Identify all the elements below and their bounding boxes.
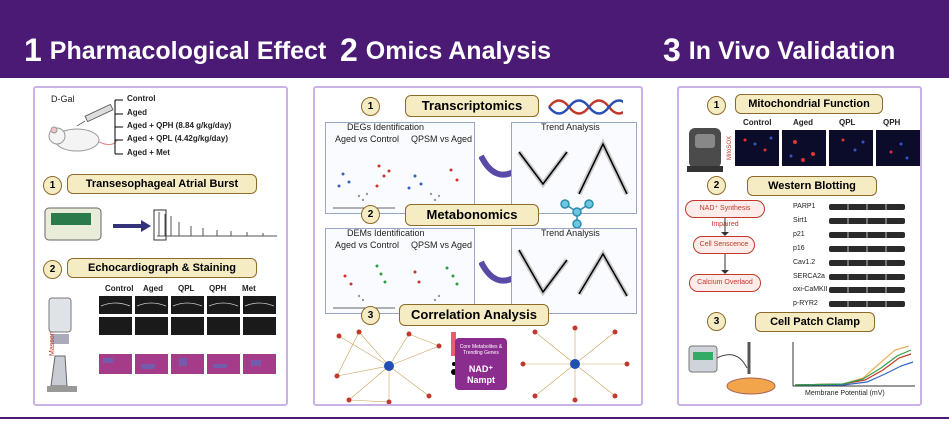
section1-label: Pharmacological Effect: [49, 37, 327, 65]
blot-parp1: PARP1: [793, 203, 816, 210]
degs-qpsm-vs-aged: QPSM vs Aged: [411, 134, 473, 144]
group-control: Control: [127, 94, 156, 103]
degs-box: [325, 122, 475, 214]
vivo-step3-circle: 3: [707, 312, 726, 331]
dems-title: DEMs Identification: [347, 228, 425, 238]
patch-clamp-rig-icon: [688, 342, 776, 395]
western-blotting-bar: Western Blotting: [747, 176, 877, 196]
core-nampt: Nampt: [466, 375, 495, 385]
blot-cav12: Cav1.2: [793, 259, 816, 266]
group-qpl: Aged + QPL (4.42g/kg/day): [127, 134, 228, 143]
step2-title-bar: Echocardiograph & Staining: [67, 258, 257, 278]
transcriptomics-bar: Transcriptomics: [405, 95, 539, 117]
mitochondrial-function-bar: Mitochondrial Function: [735, 94, 883, 114]
vivo-step1-circle: 1: [707, 96, 726, 115]
panel-pharmacological-effect: D-Gal Control Aged Aged + QPH (8.84 g/kg…: [33, 86, 288, 406]
section2-number: 2: [340, 32, 358, 68]
step2-circle: 2: [43, 260, 62, 279]
panel-in-vivo-validation: 1 Mitochondrial Function Control Aged QP…: [677, 86, 922, 406]
blot-sirt1: Sirt1: [793, 217, 808, 224]
group-bracket: [114, 99, 123, 155]
blot-oxi-camkii: oxi-CaMKII: [793, 286, 828, 293]
blot-serca2a: SERCA2a: [793, 273, 825, 280]
echo-col-aged: Aged: [143, 284, 163, 293]
step1-title-bar: Transesophageal Atrial Burst: [67, 174, 257, 194]
degs-aged-vs-control: Aged vs Control: [335, 134, 400, 144]
trend-title-1: Trend Analysis: [541, 122, 600, 132]
omics-step1-circle: 1: [361, 97, 380, 116]
cell-patch-clamp-bar: Cell Patch Clamp: [755, 312, 875, 332]
panel-omics-analysis: 1 Transcriptomics DEGs Identification Ag…: [313, 86, 643, 406]
volcano-plots-metabonomics: [333, 264, 469, 309]
echo-col-qph: QPH: [209, 284, 227, 293]
echo-col-met: Met: [242, 284, 256, 293]
network-graph-left: [334, 329, 442, 404]
molecule-icon: [560, 199, 594, 229]
echo-staining-images: [47, 296, 276, 392]
core-box-text: Core Metabolites & Trending Genes: [459, 344, 503, 356]
mito-col-aged: Aged: [793, 118, 813, 127]
atrial-burst-illustration: [44, 207, 277, 241]
trend-plots-1: [517, 138, 630, 196]
dgal-label: D-Gal: [51, 94, 75, 104]
mitosox-images: [735, 130, 920, 166]
mitosox-label: MitoSOX: [727, 135, 733, 160]
omics-step3-circle: 3: [361, 306, 380, 325]
section1-number: 1: [24, 32, 42, 68]
group-qph: Aged + QPH (8.84 g/kg/day): [127, 121, 232, 130]
section2-label: Omics Analysis: [365, 37, 552, 65]
section3-number: 3: [663, 32, 681, 68]
dna-icon: [548, 99, 623, 115]
flow-calcium-overload: Calcium Overlaod: [689, 274, 761, 292]
flow-arrows: [721, 218, 729, 274]
dems-qpsm-vs-aged: QPSM vs Aged: [411, 240, 473, 250]
blot-p-ryr2: p-RYR2: [793, 300, 818, 307]
dems-box: [325, 228, 475, 314]
blot-p21: p21: [793, 231, 805, 238]
degs-title: DEGs Identification: [347, 122, 425, 132]
core-nad: NAD⁺: [468, 364, 494, 374]
volcano-plots-transcriptomics: [333, 164, 469, 209]
section3-label: In Vivo Validation: [688, 37, 896, 65]
flow-cell-senescence: Cell Senscence: [693, 236, 755, 254]
mouse-syringe-illustration: [48, 103, 118, 152]
trend-title-2: Trend Analysis: [541, 228, 600, 238]
group-aged: Aged: [127, 108, 147, 117]
correlation-analysis-bar: Correlation Analysis: [399, 304, 549, 326]
flow-nad-synthesis: NAD⁺ Synthesis Impaired: [685, 200, 765, 228]
echo-col-qpl: QPL: [178, 284, 195, 293]
masson-label: Masson: [49, 331, 56, 356]
core-box: [455, 338, 507, 390]
patch-clamp-chart: [792, 342, 915, 387]
western-blot-bands: [829, 204, 905, 308]
dems-aged-vs-control: Aged vs Control: [335, 240, 400, 250]
bottom-divider: [0, 417, 949, 419]
patch-clamp-xaxis-label: Membrane Potential (mV): [805, 390, 885, 397]
network-graph-right: [520, 325, 630, 403]
blot-p16: p16: [793, 245, 805, 252]
mito-col-qph: QPH: [883, 118, 901, 127]
mito-col-qpl: QPL: [839, 118, 856, 127]
mito-col-control: Control: [743, 118, 772, 127]
omics-step2-circle: 2: [361, 205, 380, 224]
step1-circle: 1: [43, 176, 62, 195]
metabonomics-bar: Metabonomics: [405, 204, 539, 226]
echo-col-control: Control: [105, 284, 134, 293]
microscope-device-icon: [687, 128, 723, 172]
group-met: Aged + Met: [127, 148, 170, 157]
vivo-step2-circle: 2: [707, 176, 726, 195]
trend-plots-2: [516, 248, 630, 298]
